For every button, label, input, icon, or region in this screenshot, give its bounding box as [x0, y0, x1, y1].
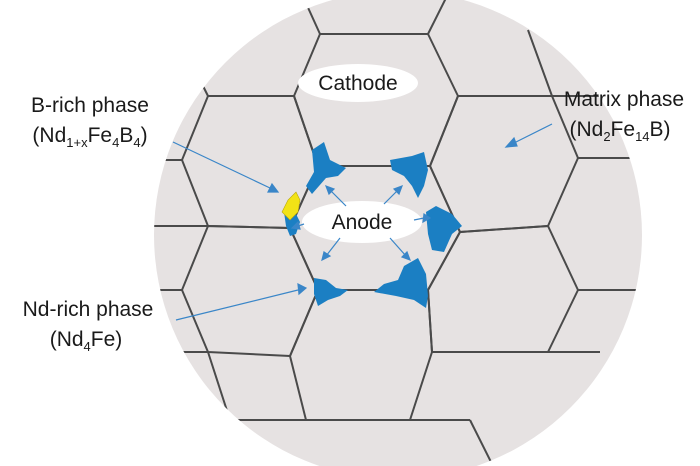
- nd-rich-region-right: [426, 206, 462, 252]
- matrix-leader: [513, 123, 553, 144]
- anode-electrode: [302, 201, 422, 243]
- b-rich-label: B-rich phase: [31, 94, 149, 117]
- nd-rich-label: Nd-rich phase: [23, 298, 154, 321]
- nd-rich-region-bottom-right: [374, 258, 428, 308]
- cathode-electrode: [298, 64, 418, 102]
- nd-rich-formula: (Nd4Fe): [50, 328, 123, 354]
- nd-rich-region-top-right: [390, 152, 428, 198]
- nd-rich-leader: [175, 289, 299, 321]
- b-rich-phase-region: [281, 191, 301, 221]
- nd-rich-phase-regions: [284, 142, 462, 308]
- nd-rich-region-bottom-left: [314, 278, 348, 306]
- current-arrows: [290, 184, 432, 262]
- leader-arrows: [172, 123, 553, 321]
- matrix-formula: (Nd2Fe14B): [569, 118, 670, 144]
- nd-rich-region-top-left: [306, 142, 346, 194]
- b-rich-formula: (Nd1+xFe4B4): [32, 124, 147, 150]
- anode-label: Anode: [332, 211, 393, 234]
- grain-boundaries: [154, 0, 640, 466]
- cathode-label: Cathode: [318, 72, 397, 95]
- matrix-label: Matrix phase: [564, 88, 684, 111]
- b-rich-leader: [172, 141, 271, 189]
